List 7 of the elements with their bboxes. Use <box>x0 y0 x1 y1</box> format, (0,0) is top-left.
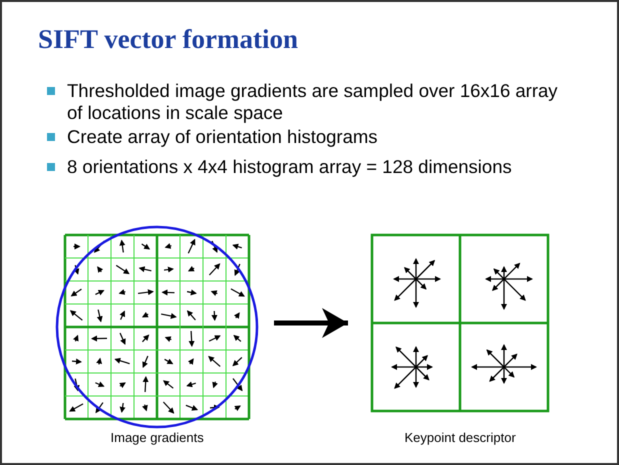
arrow <box>274 308 348 338</box>
bullet-text: 8 orientations x 4x4 histogram array = 128 dimensions <box>67 156 513 178</box>
node-label: Keypoint descriptor <box>404 430 516 445</box>
bullet-text: Create array of orientation histograms <box>67 126 379 148</box>
bullet-text: Thresholded image gradients are sampled over 16x16 array of locations in scale space <box>67 80 559 124</box>
node-label: Image gradients <box>110 430 204 445</box>
slide-title: SIFT vector formation <box>38 24 298 55</box>
